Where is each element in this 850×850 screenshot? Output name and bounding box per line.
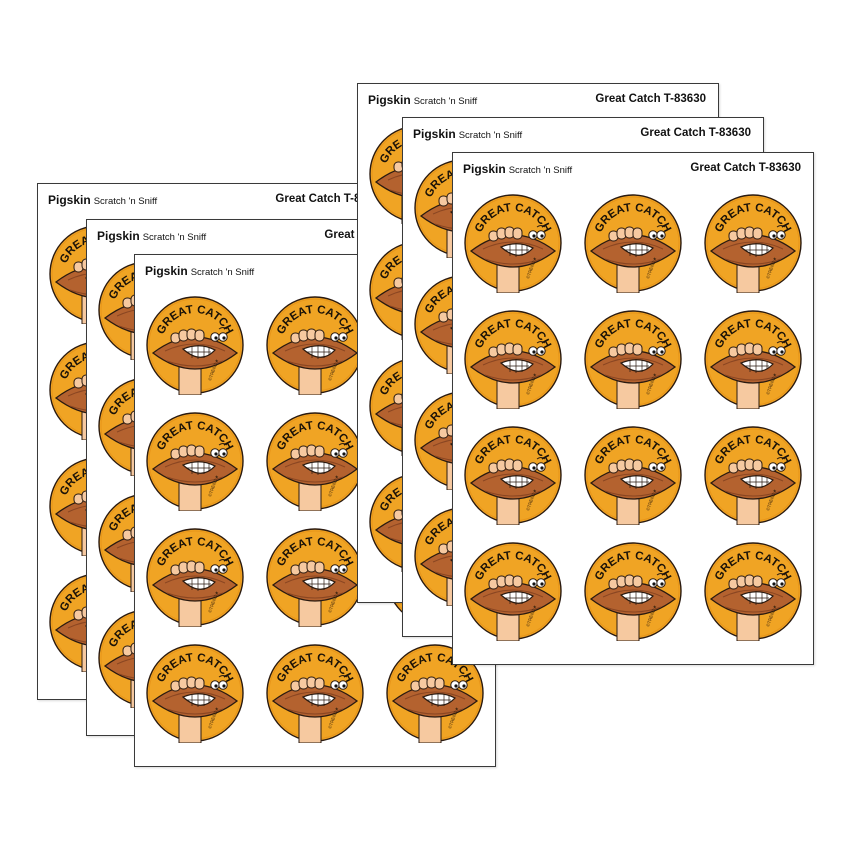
great-catch-sticker: GREAT CATCH ©TREND★ xyxy=(583,425,683,525)
product-code: Great Catch T-83630 xyxy=(690,162,801,174)
great-catch-sticker: GREAT CATCH ©TREND★ xyxy=(145,643,245,743)
product-code: Great Catch T-83630 xyxy=(640,127,751,139)
great-catch-sticker: GREAT CATCH ©TREND★ xyxy=(703,193,803,293)
great-catch-sticker: GREAT CATCH ©TREND★ xyxy=(463,541,563,641)
great-catch-sticker: GREAT CATCH ©TREND★ xyxy=(463,309,563,409)
great-catch-sticker: GREAT CATCH ©TREND★ xyxy=(145,527,245,627)
sticker-grid: GREAT CATCH ©TREND★ GREAT CATCH xyxy=(453,153,813,664)
great-catch-sticker: GREAT CATCH ©TREND★ xyxy=(145,411,245,511)
product-code: Great Catch T-83630 xyxy=(595,93,706,105)
great-catch-sticker: GREAT CATCH ©TREND★ xyxy=(265,643,365,743)
great-catch-sticker: GREAT CATCH ©TREND★ xyxy=(463,425,563,525)
great-catch-sticker: GREAT CATCH ©TREND★ xyxy=(703,309,803,409)
great-catch-sticker: GREAT CATCH ©TREND★ xyxy=(265,411,365,511)
great-catch-sticker: GREAT CATCH ©TREND★ xyxy=(583,193,683,293)
great-catch-sticker: GREAT CATCH ©TREND★ xyxy=(703,541,803,641)
great-catch-sticker: GREAT CATCH ©TREND★ xyxy=(583,541,683,641)
great-catch-sticker: GREAT CATCH ©TREND★ xyxy=(265,295,365,395)
great-catch-sticker: GREAT CATCH ©TREND★ xyxy=(583,309,683,409)
great-catch-sticker: GREAT CATCH ©TREND★ xyxy=(703,425,803,525)
great-catch-sticker: GREAT CATCH ©TREND★ xyxy=(463,193,563,293)
great-catch-sticker: GREAT CATCH ©TREND★ xyxy=(385,643,485,743)
great-catch-sticker: GREAT CATCH ©TREND★ xyxy=(145,295,245,395)
great-catch-sticker: GREAT CATCH ©TREND★ xyxy=(265,527,365,627)
